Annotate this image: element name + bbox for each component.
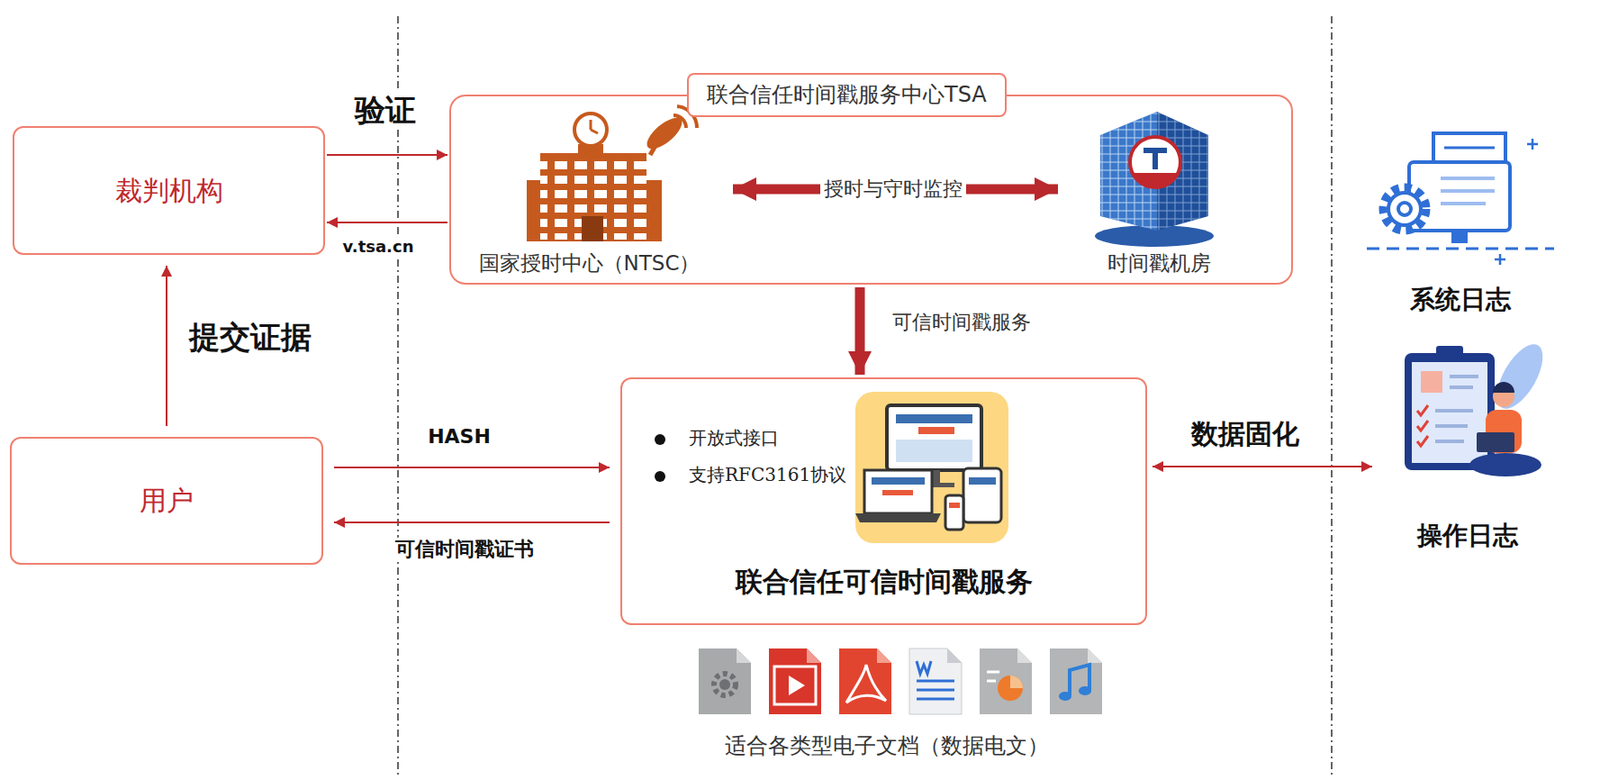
node-label: 国家授时中心（NTSC） <box>479 251 701 277</box>
connector-arrow <box>165 265 168 426</box>
title-tab: 联合信任时间戳服务中心TSA <box>687 72 1007 118</box>
devices-illustration <box>855 391 1009 543</box>
node-label: 联合信任可信时间戳服务 <box>735 565 1033 598</box>
node-label: 裁判机构 <box>115 174 224 208</box>
operation-log-node: 操作日志 <box>1377 334 1558 552</box>
bullet-dot <box>654 433 666 445</box>
edge-label: v.tsa.cn <box>339 236 418 257</box>
edge-label: 可信时间戳证书 <box>391 537 538 561</box>
edge-label: 授时与守时监控 <box>820 177 967 201</box>
caption-label: 适合各类型电子文档（数据电文） <box>721 732 1053 760</box>
node-label: 时间戳机房 <box>1107 251 1212 277</box>
operation-log-icon <box>1404 336 1553 477</box>
authority-box: 裁判机构 <box>12 126 326 255</box>
node-label: 操作日志 <box>1417 520 1519 552</box>
connector-arrow <box>334 466 610 469</box>
edge-label: 可信时间戳服务 <box>888 310 1035 335</box>
ntsc-building <box>526 106 697 242</box>
edge-label: 数据固化 <box>1187 417 1303 451</box>
timestamp-tower <box>1094 111 1214 247</box>
node-label: 开放式接口 <box>688 426 779 449</box>
node-label: 系统日志 <box>1410 284 1511 316</box>
ntsc-node: 国家授时中心（NTSC） <box>465 114 714 277</box>
server-room-node: 时间戳机房 <box>1077 109 1240 277</box>
system-log-icon <box>1366 133 1555 265</box>
connector-arrow <box>326 153 448 156</box>
edge-label: 验证 <box>351 91 420 129</box>
edge-label: HASH <box>424 424 495 449</box>
file-type-icons <box>698 648 1103 715</box>
bullet-dot <box>654 470 666 482</box>
connector-arrow <box>334 521 610 524</box>
timestamp-service-box: 开放式接口支持RFC3161协议联合信任可信时间戳服务 <box>620 377 1148 625</box>
node-label: 用户 <box>139 484 194 517</box>
connector-arrow <box>855 287 866 375</box>
user-box: 用户 <box>9 436 324 565</box>
node-label: 支持RFC3161协议 <box>688 463 847 486</box>
separator-lines <box>397 16 1332 775</box>
connector-arrow <box>326 221 448 224</box>
edge-label: 提交证据 <box>185 318 316 356</box>
system-log-node: 系统日志 <box>1364 126 1556 316</box>
connector-arrow <box>1152 465 1373 468</box>
